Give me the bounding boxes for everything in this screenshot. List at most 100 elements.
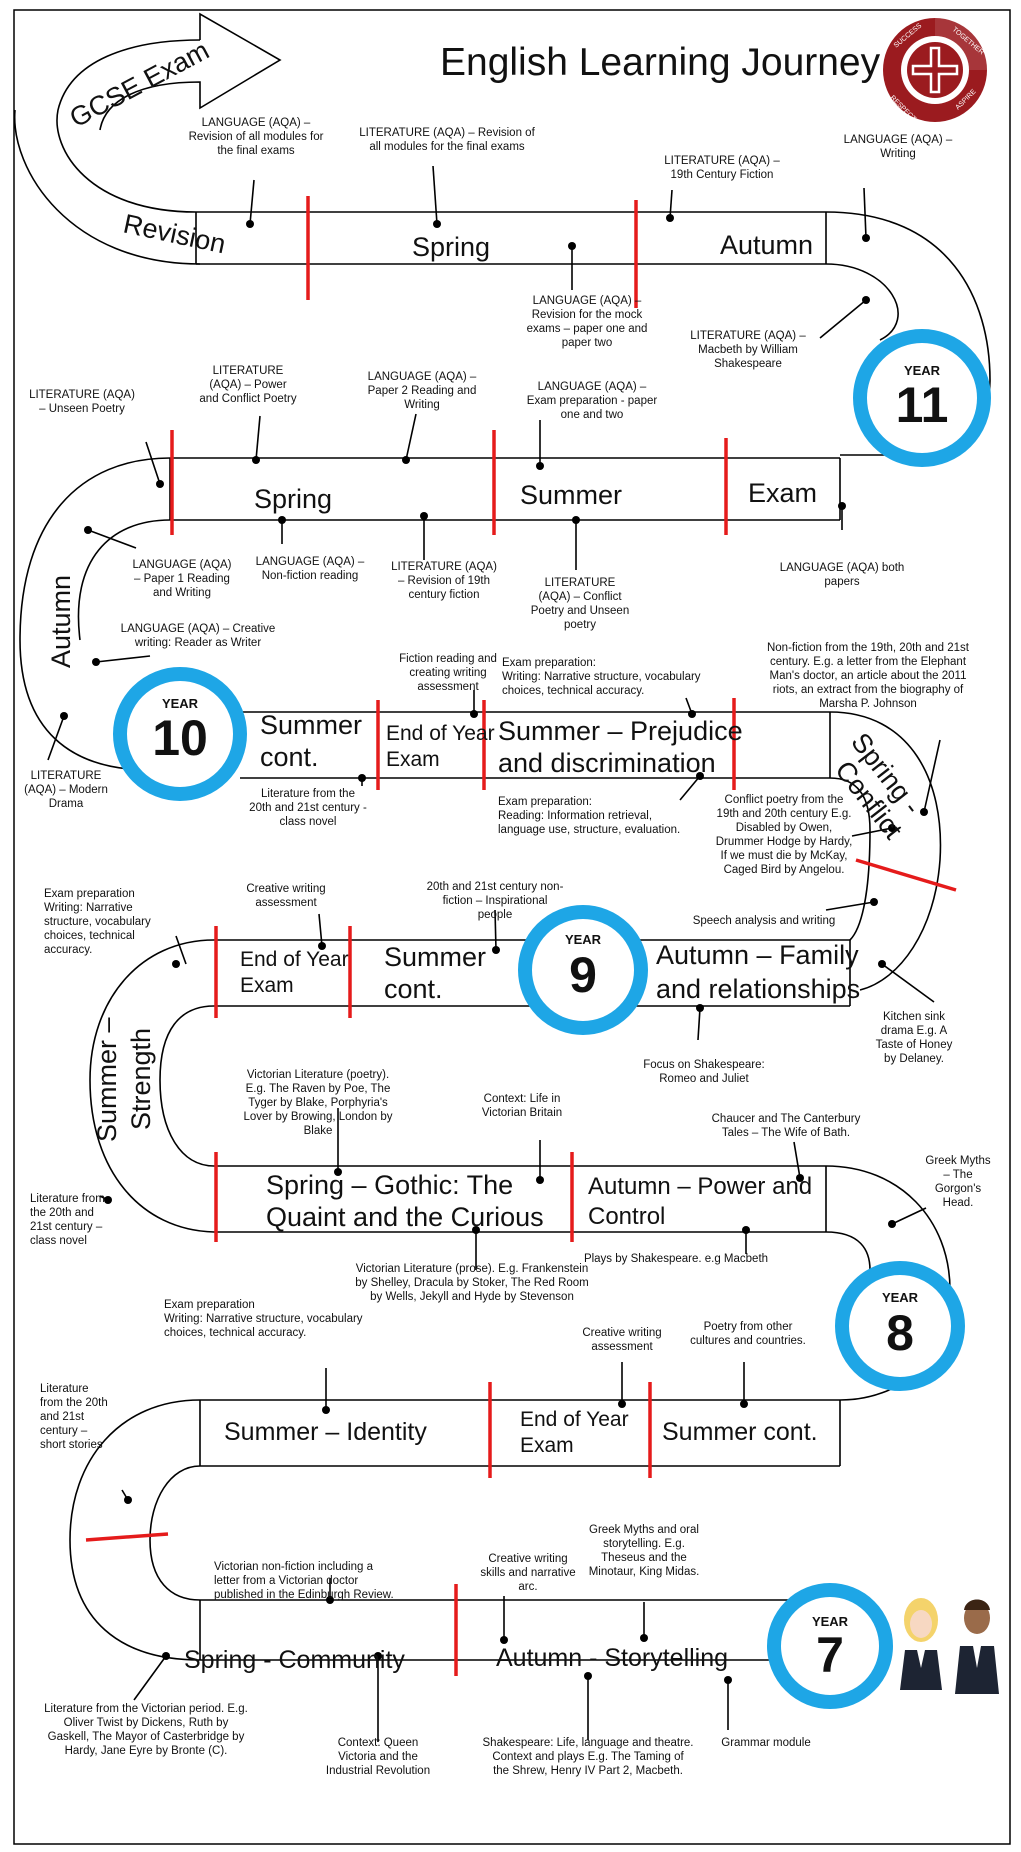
annotation-line: Revision of all modules for (189, 131, 324, 143)
annotation-line: LITERATURE (31, 770, 102, 782)
annotation-line: and Conflict Poetry (199, 393, 296, 405)
annotation-line: Macbeth by William (698, 344, 798, 356)
annotation-line: Tales – The Wife of Bath. (722, 1127, 850, 1139)
annotation-line: LANGUAGE (AQA) – (256, 556, 365, 568)
annotation-line: language use, structure, evaluation. (498, 824, 680, 836)
term-label: and relationships (656, 974, 860, 1004)
annotation-line: Romeo and Juliet (659, 1073, 749, 1085)
annotation-line: Writing (880, 148, 916, 160)
year-label: YEAR (882, 1290, 919, 1305)
annotation-line: Taste of Honey (876, 1039, 953, 1051)
annotation-line: accuracy. (44, 944, 92, 956)
annotation-line: Exam preparation (164, 1299, 255, 1311)
annotation-line: Victorian Britain (482, 1107, 562, 1119)
annotation-line: all modules for the final exams (369, 141, 525, 153)
term-label: cont. (260, 742, 319, 772)
year-number: 11 (896, 377, 949, 433)
term-label: End of Year (240, 948, 349, 971)
annotation-line: Marsha P. Johnson (819, 698, 917, 710)
annotation-line: Non-fiction from the 19th, 20th and 21st (767, 642, 970, 654)
annotation-line: by Shelley, Dracula by Stoker, The Red R… (355, 1277, 589, 1289)
annotation-line: structure, vocabulary (44, 916, 151, 928)
annotation-note: Speech analysis and writing (693, 915, 836, 927)
annotation-line: Reading: Information retrieval, (498, 810, 652, 822)
annotation-line: Shakespeare: Life, language and theatre. (483, 1737, 694, 1749)
annotation-line: papers (824, 576, 859, 588)
annotation-line: 20th and 21st century non- (427, 881, 564, 893)
school-badge: SUCCESS TOGETHER ASPIRE RESPECT (883, 18, 987, 123)
annotation-line: Gaskell, The Mayor of Casterbridge by (48, 1731, 245, 1743)
annotation-line: Fiction reading and (399, 653, 497, 665)
annotation-note: LANGUAGE (AQA) –Exam preparation - paper… (527, 381, 658, 421)
term-label: Autumn - Storytelling (496, 1644, 728, 1672)
annotation-note: LITERATURE (AQA) –19th Century Fiction (664, 155, 780, 181)
year-number: 7 (816, 1627, 844, 1683)
annotation-line: LITERATURE (AQA) (29, 389, 135, 401)
term-label: Control (588, 1203, 665, 1230)
annotation-line: Industrial Revolution (326, 1765, 430, 1777)
annotation-line: Victoria and the (338, 1751, 418, 1763)
annotation-line: E.g. The Raven by Poe, The (246, 1083, 391, 1095)
annotation-note: Grammar module (721, 1737, 810, 1749)
annotation-line: LANGUAGE (AQA) – Creative (121, 623, 276, 635)
annotation-note: 20th and 21st century non-fiction – Insp… (427, 881, 564, 921)
annotation-line: LITERATURE (213, 365, 284, 377)
annotation-line: by Delaney. (884, 1053, 944, 1065)
year-label: YEAR (904, 363, 941, 378)
annotation-line: Context and plays E.g. The Taming of (492, 1751, 684, 1763)
girl-avatar (900, 1598, 942, 1690)
annotation-line: and Writing (153, 587, 211, 599)
annotation-line: assessment (591, 1341, 653, 1353)
annotation-line: LANGUAGE (AQA) – (368, 371, 477, 383)
term-label: End of Year (520, 1408, 629, 1431)
annotation-line: Non-fiction reading (262, 570, 359, 582)
annotation-line: 20th and 21st century - (249, 802, 367, 814)
annotation-line: Drummer Hodge by Hardy, (716, 836, 853, 848)
annotation-line: Drama (49, 798, 84, 810)
term-label: Spring – Gothic: The (266, 1170, 513, 1200)
annotation-line: Paper 2 Reading and (368, 385, 477, 397)
annotation-line: Writing: Narrative structure, vocabulary (502, 671, 701, 683)
term-label: Autumn (46, 575, 76, 668)
year-label: YEAR (162, 696, 199, 711)
term-label: Strength (126, 1028, 156, 1130)
annotation-line: creating writing (409, 667, 486, 679)
annotation-note: Plays by Shakespeare. e.g Macbeth (584, 1253, 768, 1265)
year-number: 8 (886, 1305, 914, 1361)
annotation-line: (AQA) – Conflict (538, 591, 622, 603)
term-label: Spring - Community (184, 1646, 405, 1674)
annotation-line: Chaucer and The Canterbury (712, 1113, 861, 1125)
annotation-line: Writing (404, 399, 440, 411)
annotation-line: (AQA) – Modern (24, 784, 108, 796)
annotation-line: Writing: Narrative (44, 902, 133, 914)
term-label: Exam (520, 1434, 574, 1457)
year-7-ring: YEAR 7 (767, 1583, 893, 1709)
annotation-line: choices, technical (44, 930, 135, 942)
annotation-line: class novel (280, 816, 337, 828)
annotation-line: LANGUAGE (AQA) – (844, 134, 953, 146)
term-label: Spring (254, 484, 332, 514)
annotation-line: Speech analysis and writing (693, 915, 836, 927)
term-label: Autumn (720, 230, 813, 260)
year-10-ring: YEAR 10 (113, 667, 247, 801)
annotation-line: Man's doctor, an article about the 2011 (770, 670, 967, 682)
term-label: Revision (121, 209, 229, 260)
annotation-line: – Paper 1 Reading (134, 573, 230, 585)
annotation-line: – Unseen Poetry (39, 403, 125, 415)
annotation-line: Greek Myths and oral (589, 1524, 699, 1536)
cross-icon (911, 46, 959, 94)
annotation-line: LANGUAGE (AQA) – (202, 117, 311, 129)
term-label: Summer (260, 710, 362, 740)
annotation-line: writing: Reader as Writer (134, 637, 261, 649)
annotation-note: LANGUAGE (AQA) – Non-fiction reading (256, 556, 365, 582)
annotation-line: Plays by Shakespeare. e.g Macbeth (584, 1253, 768, 1265)
